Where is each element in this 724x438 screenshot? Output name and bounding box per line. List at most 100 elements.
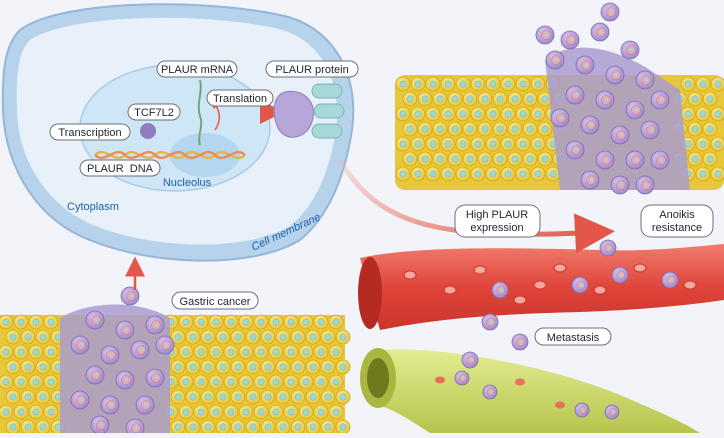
normal-cell bbox=[485, 166, 501, 182]
normal-cell bbox=[178, 344, 194, 360]
red-blood-cell bbox=[473, 265, 487, 275]
gastric-cancer-label: Gastric cancer bbox=[180, 296, 251, 308]
normal-cell bbox=[35, 389, 51, 405]
normal-cell bbox=[477, 121, 493, 137]
normal-cell bbox=[0, 404, 14, 420]
tumor-cell bbox=[590, 22, 610, 42]
red-blood-cell bbox=[513, 295, 527, 305]
normal-cell bbox=[185, 389, 201, 405]
normal-cell bbox=[440, 166, 456, 182]
normal-cell bbox=[687, 151, 703, 167]
lower-tissue bbox=[0, 286, 351, 438]
tumor-cell bbox=[461, 351, 479, 369]
red-blood-cell bbox=[403, 270, 417, 280]
tumor-cell bbox=[70, 335, 90, 355]
tumor-cell bbox=[599, 239, 617, 257]
normal-cell bbox=[28, 374, 44, 390]
normal-cell bbox=[485, 136, 501, 152]
normal-cell bbox=[5, 389, 21, 405]
normal-cell bbox=[710, 136, 724, 152]
red-blood-cell bbox=[443, 285, 457, 295]
tumor-cell bbox=[650, 90, 670, 110]
normal-cell bbox=[710, 76, 724, 92]
normal-cell bbox=[462, 151, 478, 167]
normal-cell bbox=[245, 329, 261, 345]
normal-cell bbox=[305, 359, 321, 375]
normal-cell bbox=[20, 359, 36, 375]
tumor-cell bbox=[611, 266, 629, 284]
normal-cell bbox=[268, 374, 284, 390]
lower-tissue-cells bbox=[0, 314, 351, 435]
normal-cell bbox=[260, 359, 276, 375]
normal-cell bbox=[13, 374, 29, 390]
label-translation: Translation bbox=[206, 89, 274, 107]
lymph-red-cell bbox=[555, 401, 565, 409]
normal-cell bbox=[507, 91, 523, 107]
high-plaur-label-line2: expression bbox=[470, 222, 523, 234]
normal-cell bbox=[178, 314, 194, 330]
normal-cell bbox=[253, 404, 269, 420]
normal-cell bbox=[410, 106, 426, 122]
label-plaur-mrna: PLAUR mRNA bbox=[156, 60, 238, 78]
normal-cell bbox=[245, 419, 261, 435]
normal-cell bbox=[462, 91, 478, 107]
normal-cell bbox=[402, 91, 418, 107]
normal-cell bbox=[170, 329, 186, 345]
tumor-cell bbox=[604, 404, 620, 420]
tumor-cell bbox=[610, 175, 630, 195]
lymph-vessel-opening bbox=[367, 358, 389, 398]
plaur-dna-label: PLAUR DNA bbox=[87, 163, 154, 175]
normal-cell bbox=[223, 374, 239, 390]
normal-cell bbox=[395, 166, 411, 182]
tumor-cell bbox=[511, 333, 529, 351]
normal-cell bbox=[35, 419, 51, 435]
tumor-cell bbox=[454, 370, 470, 386]
normal-cell bbox=[402, 121, 418, 137]
normal-cell bbox=[320, 419, 336, 435]
normal-cell bbox=[470, 106, 486, 122]
normal-cell bbox=[313, 374, 329, 390]
high-plaur-label-line1: High PLAUR bbox=[466, 209, 528, 221]
translation-label: Translation bbox=[213, 93, 267, 105]
lymph-red-cell bbox=[435, 376, 445, 384]
normal-cell bbox=[230, 389, 246, 405]
normal-cell bbox=[208, 374, 224, 390]
normal-cell bbox=[492, 91, 508, 107]
tumor-cell bbox=[550, 108, 570, 128]
normal-cell bbox=[440, 76, 456, 92]
normal-cell bbox=[238, 344, 254, 360]
normal-cell bbox=[283, 344, 299, 360]
normal-cell bbox=[440, 106, 456, 122]
normal-cell bbox=[447, 91, 463, 107]
normal-cell bbox=[702, 121, 718, 137]
tumor-cell bbox=[640, 120, 660, 140]
tumor-cell bbox=[155, 335, 175, 355]
normal-cell bbox=[335, 419, 351, 435]
normal-cell bbox=[260, 419, 276, 435]
normal-cell bbox=[215, 419, 231, 435]
normal-cell bbox=[13, 344, 29, 360]
metastasis-label: Metastasis bbox=[547, 332, 600, 344]
tumor-cell bbox=[580, 115, 600, 135]
normal-cell bbox=[515, 166, 531, 182]
normal-cell bbox=[395, 76, 411, 92]
transcription-label: Transcription bbox=[58, 127, 121, 139]
normal-cell bbox=[275, 359, 291, 375]
normal-cell bbox=[492, 121, 508, 137]
normal-cell bbox=[298, 344, 314, 360]
normal-cell bbox=[530, 106, 546, 122]
normal-cell bbox=[193, 404, 209, 420]
normal-cell bbox=[410, 136, 426, 152]
plaur-protein-shape bbox=[273, 83, 345, 139]
normal-cell bbox=[507, 121, 523, 137]
normal-cell bbox=[185, 359, 201, 375]
normal-cell bbox=[35, 359, 51, 375]
tumor-cell bbox=[650, 150, 670, 170]
tumor-cell bbox=[635, 175, 655, 195]
normal-cell bbox=[283, 314, 299, 330]
normal-cell bbox=[410, 166, 426, 182]
normal-cell bbox=[208, 314, 224, 330]
anoikis-label-line1: Anoikis bbox=[659, 209, 695, 221]
label-anoikis: Anoikis resistance bbox=[640, 204, 714, 238]
